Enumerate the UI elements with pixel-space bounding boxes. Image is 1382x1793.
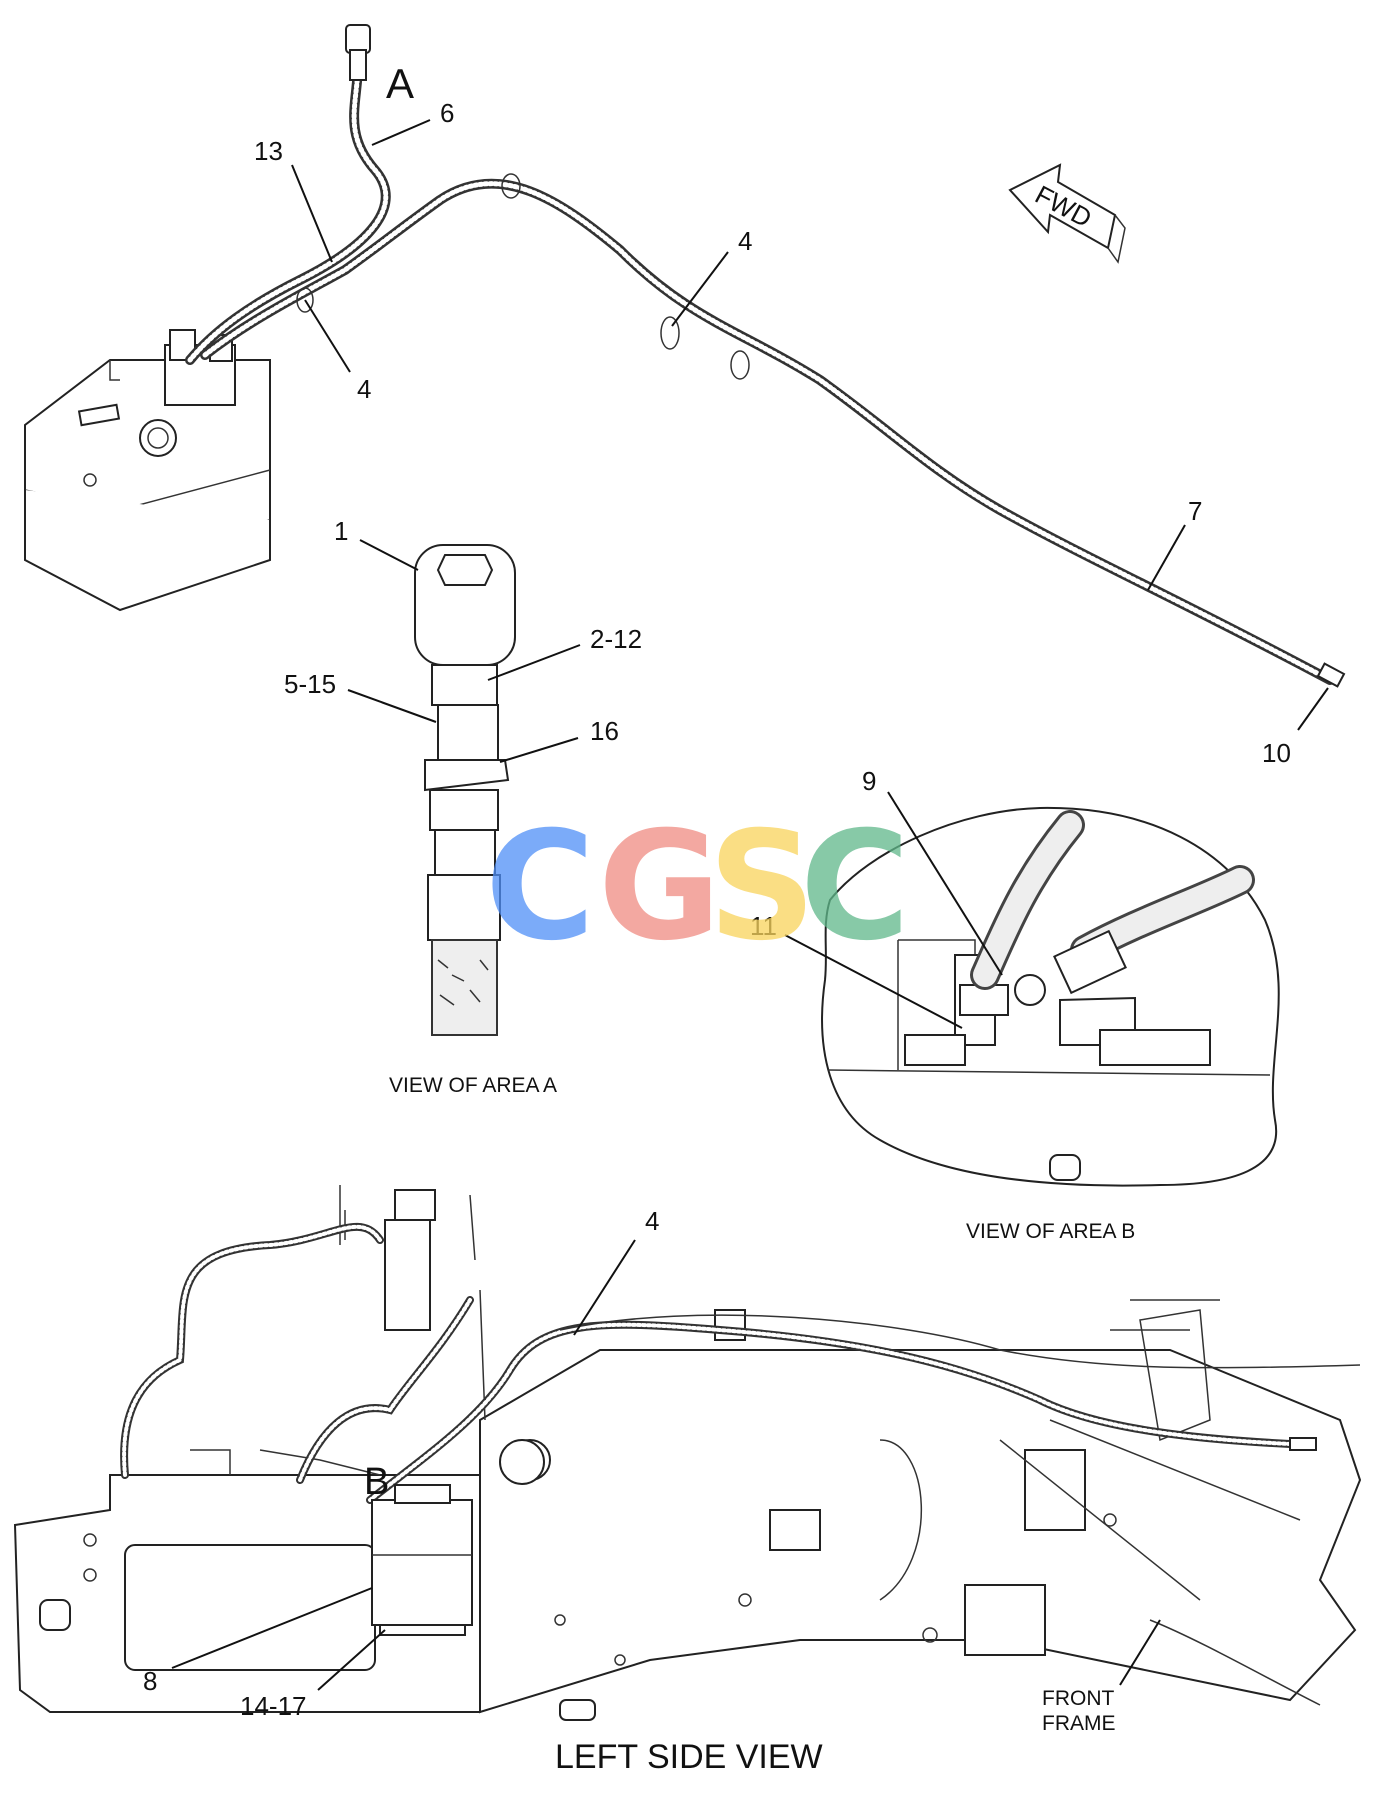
callout-4-right: 4 <box>671 226 752 327</box>
watermark-letter: C <box>800 800 910 974</box>
callout-7: 7 <box>1147 496 1202 591</box>
svg-text:4: 4 <box>645 1206 659 1236</box>
svg-text:13: 13 <box>254 136 283 166</box>
svg-text:10: 10 <box>1262 738 1291 768</box>
svg-text:4: 4 <box>357 374 371 404</box>
callout-4-left: 4 <box>304 299 371 404</box>
hose-routing-frame <box>120 1222 1361 1504</box>
callout-13: 13 <box>254 136 333 263</box>
callout-16: 16 <box>499 716 619 763</box>
svg-text:4: 4 <box>738 226 752 256</box>
svg-text:7: 7 <box>1188 496 1202 526</box>
callout-2-12: 2-12 <box>487 624 642 681</box>
area-b-letter: B <box>364 1461 389 1503</box>
callout-11: 11 <box>750 911 963 1029</box>
svg-text:16: 16 <box>590 716 619 746</box>
svg-text:1: 1 <box>334 516 348 546</box>
callout-5-15: 5-15 <box>284 669 437 723</box>
callout-14-17: 14-17 <box>240 1629 386 1721</box>
hose-assembly-upper <box>185 24 1346 688</box>
svg-text:FRONT: FRONT <box>1042 1687 1114 1710</box>
front-frame <box>13 1185 1362 1721</box>
svg-text:9: 9 <box>862 766 876 796</box>
callout-9: 9 <box>862 766 1003 976</box>
svg-text:6: 6 <box>440 98 454 128</box>
svg-text:FRAME: FRAME <box>1042 1712 1116 1735</box>
reservoir-tank <box>24 329 271 612</box>
filter-canister <box>371 1484 473 1636</box>
watermark-logo: C G S C <box>485 800 910 974</box>
watermark-letter: C <box>485 800 595 974</box>
callout-4-bottom: 4 <box>573 1206 659 1336</box>
left-side-view-caption: LEFT SIDE VIEW <box>555 1738 823 1776</box>
forward-arrow-icon: FWD <box>1008 163 1126 264</box>
watermark-letter: G <box>598 800 721 974</box>
callout-10: 10 <box>1262 687 1329 768</box>
view-area-a-caption: VIEW OF AREA A <box>389 1074 557 1097</box>
fitting-stack <box>414 544 516 1036</box>
view-area-b-caption: VIEW OF AREA B <box>966 1220 1135 1243</box>
callout-8: 8 <box>143 1587 373 1696</box>
svg-text:14-17: 14-17 <box>240 1691 307 1721</box>
watermark-letter: S <box>708 800 816 974</box>
svg-text:11: 11 <box>750 911 777 941</box>
callout-1: 1 <box>334 516 419 571</box>
callout-front-frame: FRONT FRAME <box>1042 1619 1161 1735</box>
svg-text:5-15: 5-15 <box>284 669 336 699</box>
svg-text:2-12: 2-12 <box>590 624 642 654</box>
svg-text:8: 8 <box>143 1666 157 1696</box>
callout-6: 6 <box>371 98 454 146</box>
area-a-letter: A <box>386 60 414 107</box>
